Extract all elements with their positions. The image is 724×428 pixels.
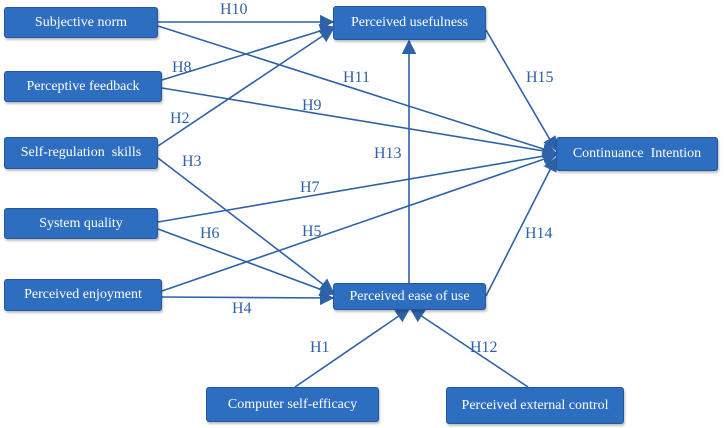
label-h8: H8: [172, 59, 192, 76]
edge-h7: [157, 149, 558, 223]
node-computer-self-efficacy: Computer self-efficacy: [206, 387, 379, 422]
label-h13: H13: [374, 145, 402, 162]
label-h7: H7: [300, 179, 320, 196]
label-h6: H6: [200, 225, 220, 242]
label-h9: H9: [302, 97, 322, 114]
node-perceived-ease-of-use: Perceived ease of use: [333, 283, 486, 310]
node-system-quality: System quality: [4, 208, 158, 239]
node-perceived-external-control: Perceived external control: [446, 387, 624, 424]
label-h3: H3: [182, 153, 202, 170]
edge-h2: [157, 28, 335, 147]
edge-h8: [161, 23, 335, 81]
edge-h5: [161, 152, 558, 292]
label-h15: H15: [526, 69, 554, 86]
node-subjective-norm: Subjective norm: [4, 7, 158, 38]
edge-h4: [161, 290, 335, 306]
label-h11: H11: [343, 69, 370, 86]
edge-h14: [485, 156, 557, 297]
label-h4: H4: [232, 300, 252, 317]
label-h10: H10: [220, 1, 248, 18]
edge-h3: [157, 157, 335, 293]
label-h12: H12: [470, 339, 498, 356]
edge-h9: [161, 87, 558, 158]
edge-h11: [157, 25, 558, 156]
edge-h1: [294, 308, 411, 388]
node-self-regulation-skills: Self-regulation skills: [4, 137, 158, 169]
node-perceived-enjoyment: Perceived enjoyment: [4, 279, 162, 311]
label-h5: H5: [302, 223, 322, 240]
node-perceptive-feedback: Perceptive feedback: [4, 71, 162, 102]
edge-h15: [485, 29, 557, 152]
node-continuance-intention: Continuance Intention: [556, 137, 718, 171]
label-h14: H14: [525, 225, 553, 242]
edge-h12: [409, 308, 529, 388]
label-h1: H1: [310, 339, 330, 356]
node-perceived-usefulness: Perceived usefulness: [333, 6, 486, 40]
label-h2: H2: [170, 110, 190, 127]
